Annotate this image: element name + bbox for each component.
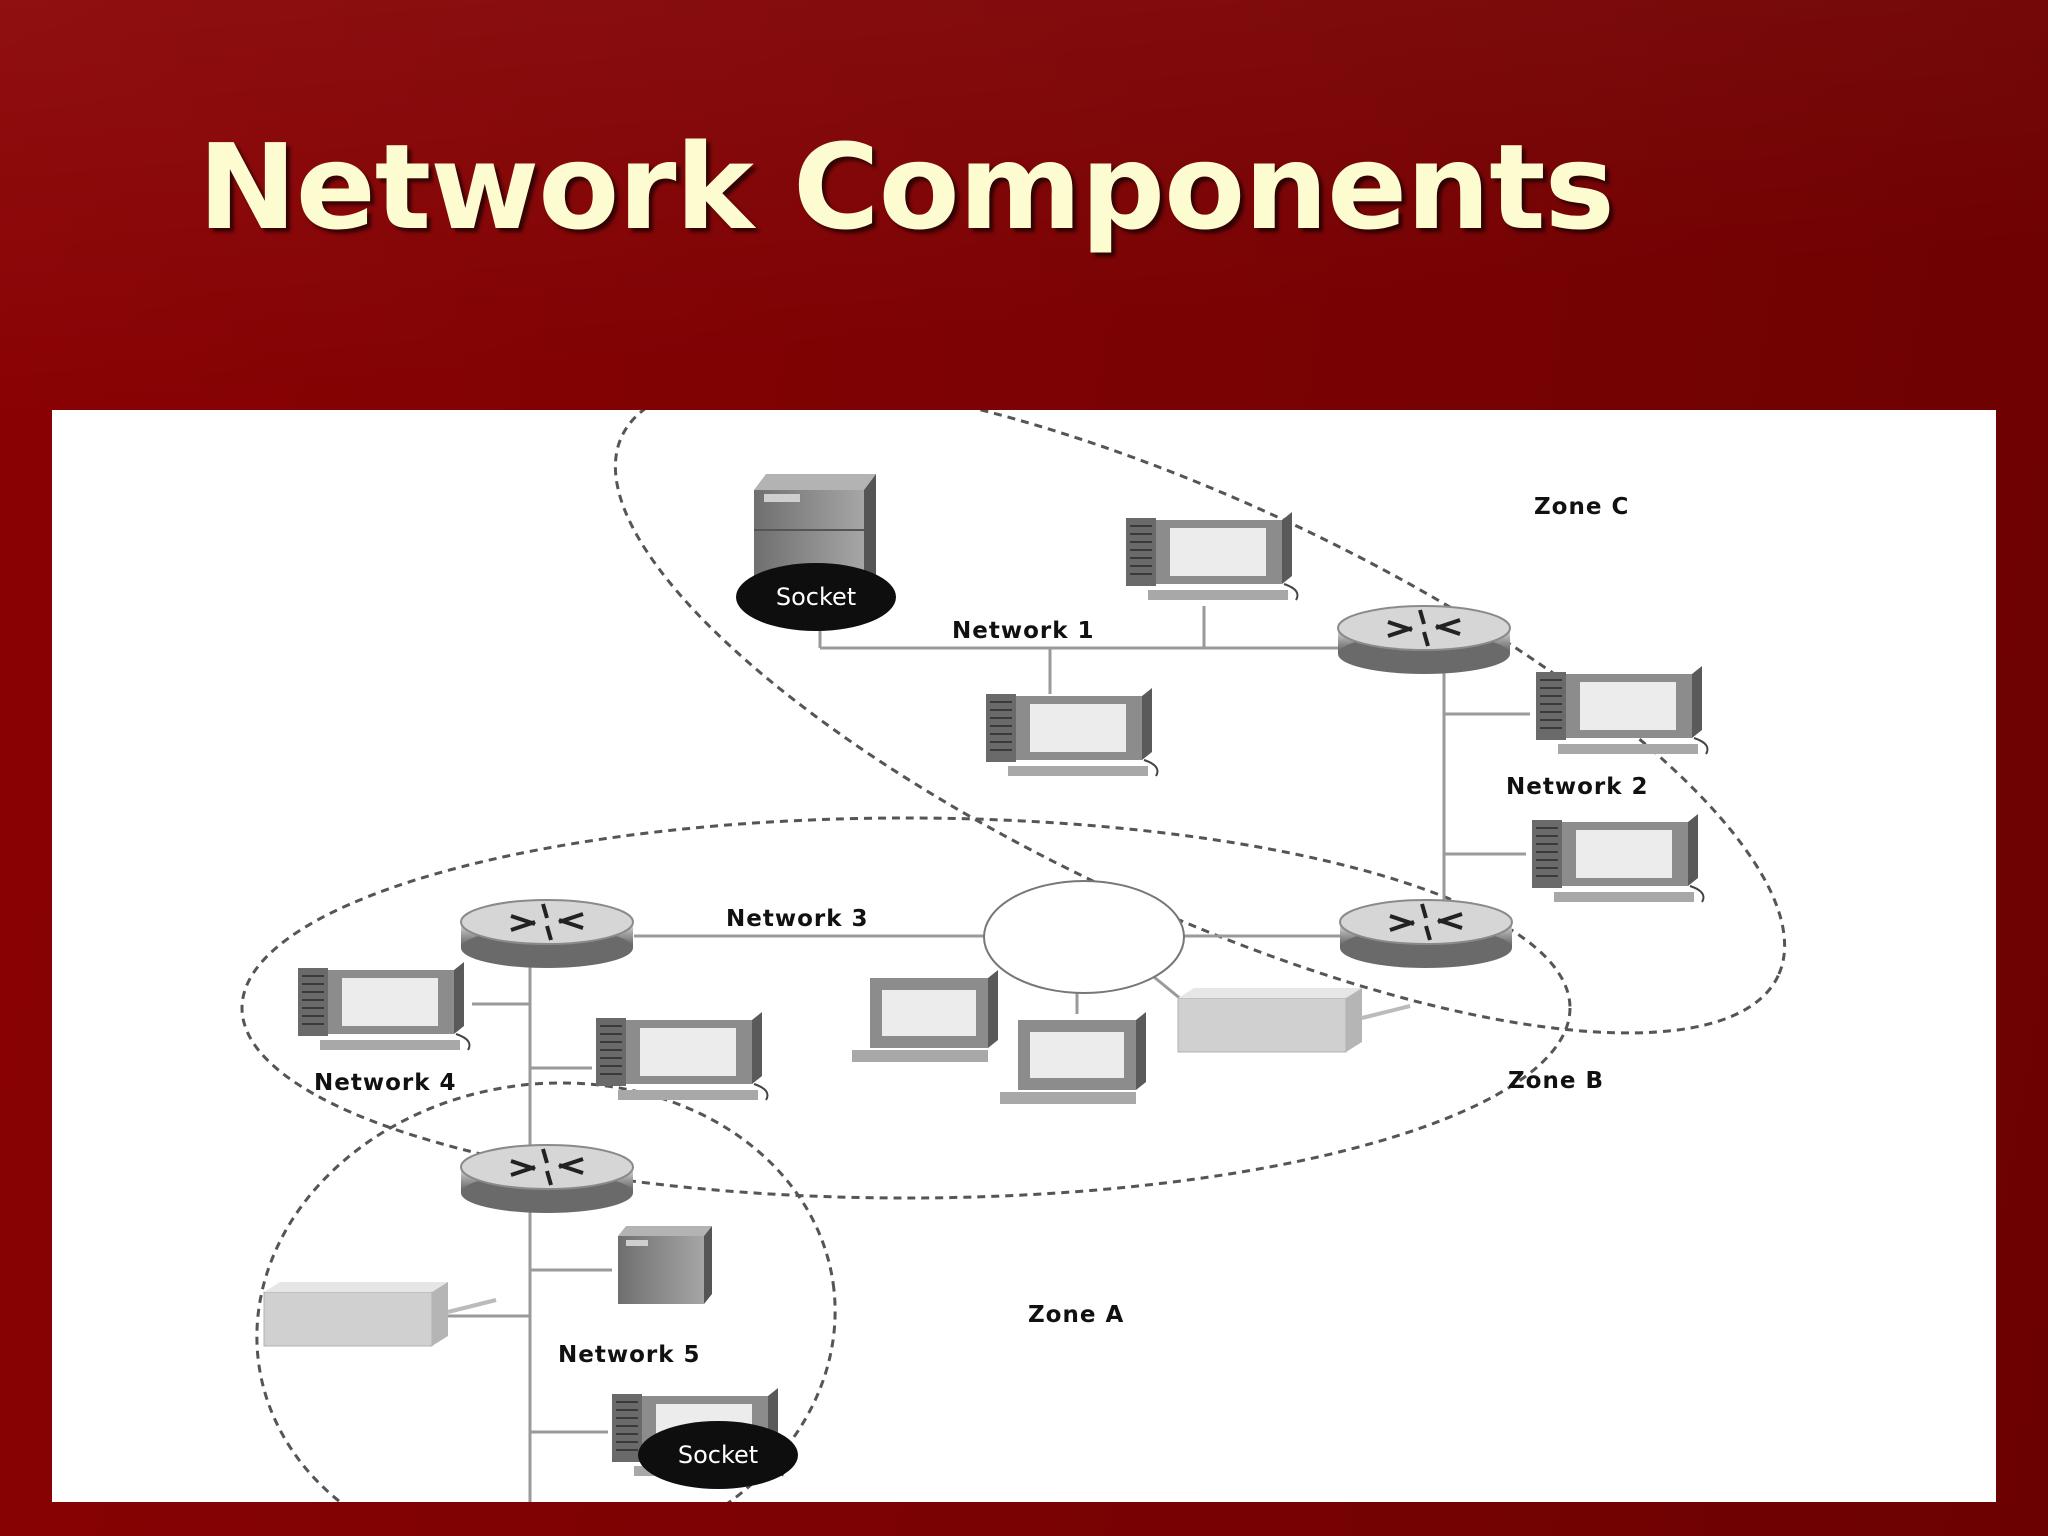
network-diagram: Socket Socket Network 1 Network 2 Networ… xyxy=(240,410,1787,1502)
router-icon-network-3 xyxy=(459,898,635,970)
workstation-icon-network-1-top xyxy=(1125,511,1299,601)
terminal-icon-network-3-right xyxy=(1000,1012,1146,1104)
router-icon-zone-ab xyxy=(459,1143,635,1215)
network-3-ring xyxy=(983,880,1185,994)
slide-title: Network Components xyxy=(198,118,1615,256)
zone-b-boundary xyxy=(240,816,1572,1200)
zone-a-label: Zone A xyxy=(1028,1302,1124,1328)
server-icon-network-5 xyxy=(618,1226,712,1304)
workstation-icon-network-1-bottom xyxy=(985,687,1159,777)
zone-c-label: Zone C xyxy=(1534,494,1629,520)
router-icon-zone-c xyxy=(1336,604,1512,676)
socket-icon-top: Socket xyxy=(736,563,896,631)
workstation-icon-network-2-top xyxy=(1535,665,1709,755)
network-5-label: Network 5 xyxy=(558,1342,701,1368)
workstation-icon-network-2-bottom xyxy=(1531,813,1705,903)
network-3-label: Network 3 xyxy=(726,906,869,932)
connection-lines xyxy=(430,606,1530,1502)
zone-b-label: Zone B xyxy=(1508,1068,1604,1094)
workstation-icon-network-4-right xyxy=(595,1011,769,1101)
network-2-label: Network 2 xyxy=(1506,774,1649,800)
printer-icon-network-3 xyxy=(1176,986,1412,1054)
diagram-panel: Socket Socket Network 1 Network 2 Networ… xyxy=(52,410,1996,1502)
socket-icon-bottom: Socket xyxy=(638,1421,798,1489)
zone-a-boundary xyxy=(255,1081,837,1502)
network-4-label: Network 4 xyxy=(314,1070,457,1096)
printer-icon-network-5 xyxy=(262,1280,498,1348)
terminal-icon-network-3-left xyxy=(852,970,998,1062)
socket-label-top: Socket xyxy=(776,583,856,611)
router-icon-zone-bc xyxy=(1338,898,1514,970)
workstation-icon-network-4-left xyxy=(297,961,471,1051)
title-band xyxy=(0,0,2048,430)
socket-label-bottom: Socket xyxy=(678,1441,758,1469)
network-1-label: Network 1 xyxy=(952,618,1095,644)
